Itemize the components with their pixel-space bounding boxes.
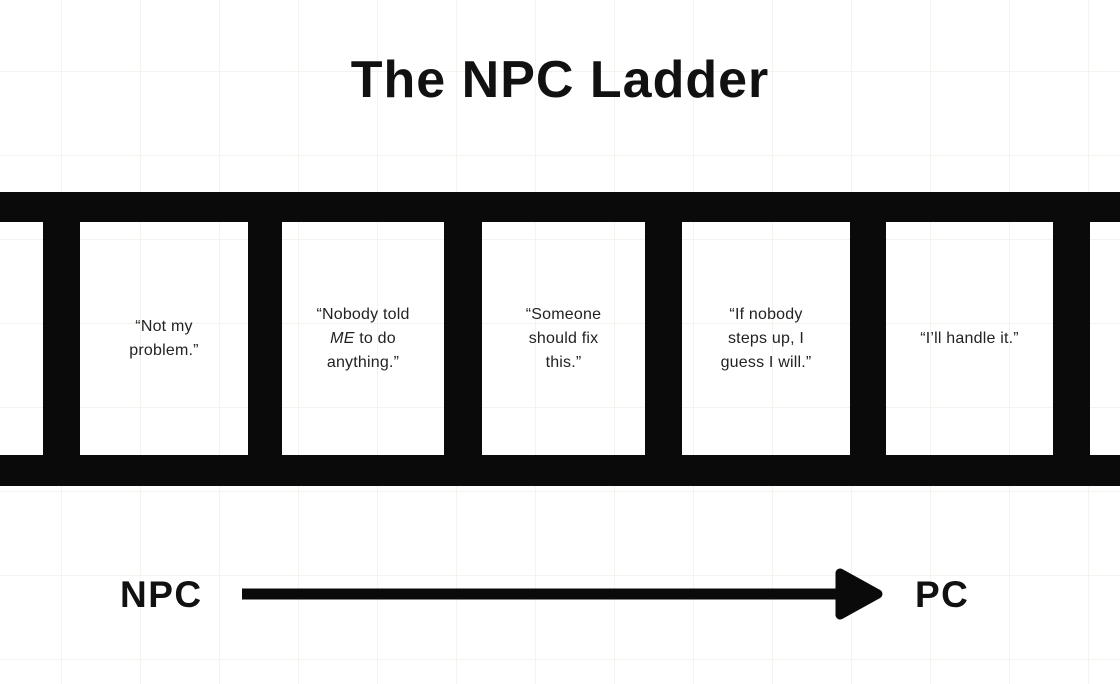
ladder-rung [248,192,282,486]
quote-line: “I’ll handle it.” [920,329,1019,347]
ladder-top-rail [0,192,1120,222]
ladder-rung [444,192,482,486]
ladder-rung [850,192,886,486]
page-title: The NPC Ladder [350,51,770,109]
quote-line: ME to do [330,329,396,347]
quote-line: “If nobody [729,305,803,323]
ladder-cell-quote: “Not my problem.” [80,222,248,455]
quote-line: “Not my [135,317,193,335]
axis-start-label: NPC [120,574,203,615]
quote-line: should fix [528,329,599,347]
quote-line: “Nobody told [316,305,410,323]
quote-line: “Someone [525,305,602,323]
ladder-rung [645,192,682,486]
ladder-cell-quote: “Someone should fix this.” [482,222,645,455]
npc-to-pc-arrow [242,568,883,620]
quote-line: anything.” [326,353,400,371]
ladder-cell-quote: “I’ll handle it.” [886,222,1053,455]
quote-line: steps up, I [727,329,805,347]
ladder-cell-quote: “Nobody told ME to do anything.” [282,222,444,455]
axis-end-label: PC [915,574,970,615]
ladder-rung [43,192,80,486]
ladder-rung [1053,192,1090,486]
quote-line: guess I will.” [720,353,812,371]
quote-line: problem.” [129,341,199,359]
ladder-cell-quote: “If nobody steps up, I guess I will.” [682,222,850,455]
quote-line: this.” [545,353,582,371]
ladder-bottom-rail [0,455,1120,486]
